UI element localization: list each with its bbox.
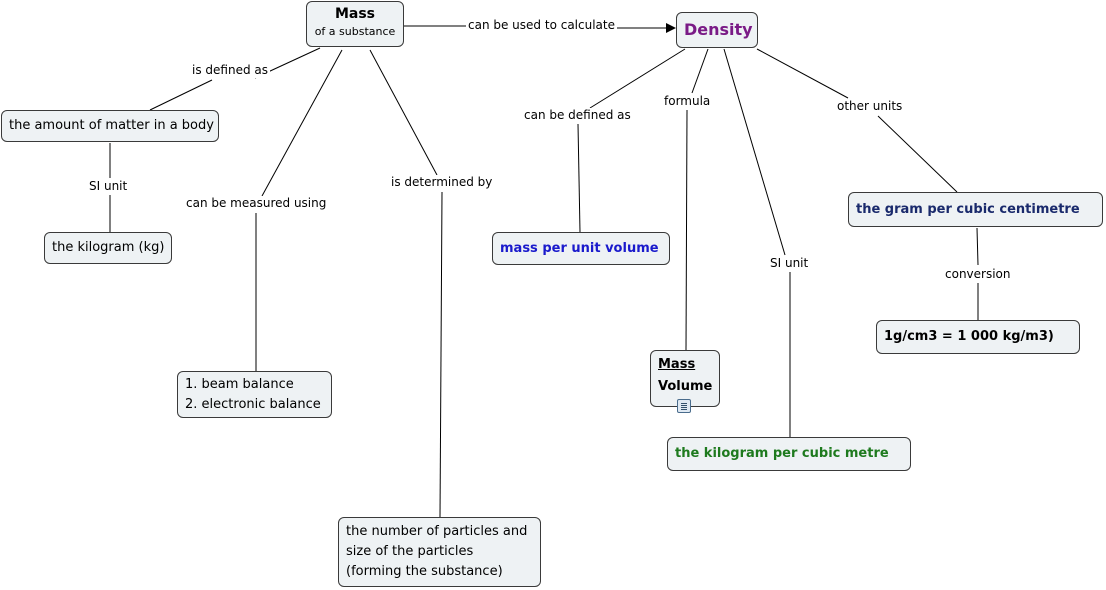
gram-per-cubic-centimetre-node[interactable]: the gram per cubic centimetre (848, 192, 1103, 227)
mass-node[interactable]: Mass of a substance (306, 1, 404, 47)
balance-item-electronic: 2. electronic balance (185, 397, 321, 412)
conversion-value-node[interactable]: 1g/cm3 = 1 000 kg/m3) (876, 320, 1080, 354)
kilogram-per-cubic-metre-node[interactable]: the kilogram per cubic metre (667, 437, 911, 471)
link-is-determined-by: is determined by (389, 175, 495, 190)
link-formula: formula (662, 94, 713, 109)
link-si-unit-right: SI unit (768, 256, 811, 271)
mass-title: Mass (334, 6, 376, 22)
balance-item-beam: 1. beam balance (185, 377, 294, 392)
particles-node[interactable]: the number of particles and size of the … (338, 517, 541, 587)
density-title: Density (684, 20, 753, 39)
formula-numerator: Mass (658, 357, 696, 372)
balance-node[interactable]: 1. beam balance 2. electronic balance (177, 371, 332, 418)
amount-of-matter-node[interactable]: the amount of matter in a body (1, 110, 219, 142)
particles-line-2: size of the particles (346, 544, 474, 559)
kilogram-node[interactable]: the kilogram (kg) (44, 232, 172, 264)
note-icon[interactable] (677, 399, 691, 413)
link-can-be-measured-using: can be measured using (184, 196, 329, 211)
mass-subtitle: of a substance (314, 25, 396, 38)
particles-line-3: (forming the substance) (346, 564, 503, 579)
mass-per-unit-volume-node[interactable]: mass per unit volume (492, 232, 670, 265)
link-other-units: other units (835, 99, 905, 114)
formula-denominator: Volume (658, 379, 713, 394)
density-node[interactable]: Density (676, 12, 758, 48)
particles-line-1: the number of particles and (346, 524, 528, 539)
link-is-defined-as: is defined as (190, 63, 270, 78)
link-conversion: conversion (943, 267, 1013, 282)
link-can-be-defined-as: can be defined as (522, 108, 633, 123)
link-si-unit-left: SI unit (87, 179, 130, 194)
link-can-be-used-to-calculate: can be used to calculate (466, 18, 617, 33)
